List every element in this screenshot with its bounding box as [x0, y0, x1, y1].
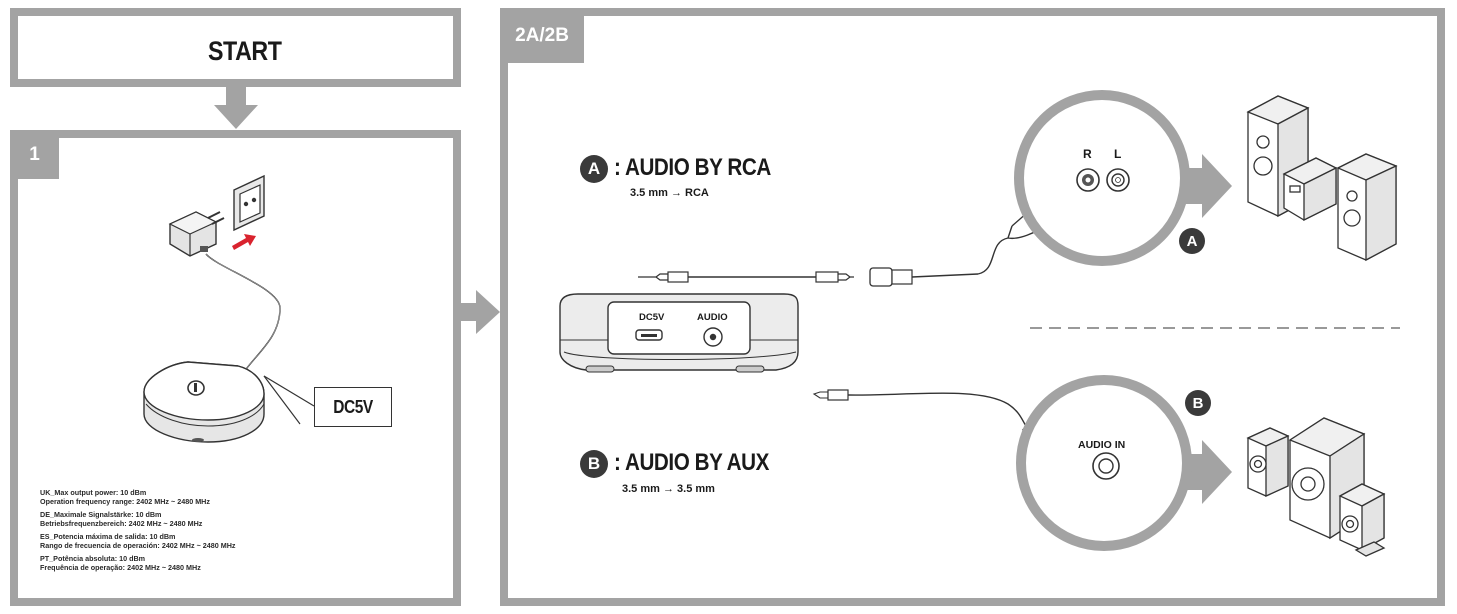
- spec-pt-2: Frequência de operação: 2402 MHz ~ 2480 …: [40, 563, 201, 572]
- step2-tag: 2A/2B: [500, 8, 584, 63]
- rca-left-label: L: [1114, 147, 1122, 161]
- charger-illustration: [143, 174, 315, 443]
- spec-es-1: ES_Potencia máxima de salida: 10 dBm: [40, 532, 176, 541]
- device-port-audio-label: AUDIO: [697, 312, 728, 323]
- spec-pt-1: PT_Potência absoluta: 10 dBm: [40, 554, 146, 563]
- option-a-subtitle: 3.5 mm → RCA: [630, 187, 709, 199]
- option-a-badge: A: [580, 155, 608, 183]
- rca-jack-r-icon: [1076, 168, 1100, 192]
- stereo-system-icon: [1246, 95, 1398, 262]
- receiver-back-icon: [559, 293, 799, 373]
- rca-right-label: R: [1083, 147, 1092, 161]
- spec-es-2: Rango de frecuencia de operación: 2402 M…: [40, 541, 236, 550]
- wall-socket-icon: [233, 174, 265, 232]
- device-port-dc-label: DC5V: [639, 312, 665, 323]
- receiver-device-icon: [143, 361, 265, 443]
- aux-cable-icon: [812, 389, 1052, 448]
- charger-icon: [168, 211, 225, 257]
- insert-arrow-icon: [232, 234, 256, 250]
- step1-panel: 1: [10, 130, 461, 606]
- aux-in-label: AUDIO IN: [1078, 439, 1126, 451]
- spec-de-2: Betriebsfrequenzbereich: 2402 MHz ~ 2480…: [40, 519, 203, 528]
- start-label: START: [208, 36, 282, 66]
- option-a-title: : AUDIO BY RCA: [614, 154, 771, 181]
- arrow-to-stereo-icon: [1182, 154, 1232, 218]
- connection-illustration: [559, 90, 1400, 557]
- spec-text: UK_Max output power: 10 dBm Operation fr…: [40, 488, 236, 576]
- start-box: START: [10, 8, 461, 87]
- option-b-subtitle: 3.5 mm → 3.5 mm: [622, 483, 715, 495]
- dc5v-label: DC5V: [333, 396, 373, 417]
- spec-uk-1: UK_Max output power: 10 dBm: [40, 488, 147, 497]
- option-b-title: : AUDIO BY AUX: [614, 449, 769, 476]
- step2-panel: 2A/2B A : AUDIO BY RCA 3.5 mm → RCA B : …: [500, 8, 1445, 606]
- pc-speakers-icon: [1246, 417, 1386, 557]
- dc5v-label-box: DC5V: [314, 387, 392, 427]
- option-b-badge: B: [580, 450, 608, 478]
- aux-circle-badge: B: [1185, 390, 1211, 416]
- step1-tag: 1: [10, 130, 59, 179]
- rca-jack-l-icon: [1106, 168, 1130, 192]
- rca-port-circle: [1014, 90, 1190, 266]
- right-arrow-icon: [458, 290, 500, 334]
- aux-jack-icon: [1092, 452, 1120, 480]
- spec-de-1: DE_Maximale Signalstärke: 10 dBm: [40, 510, 162, 519]
- arrow-to-pc-speakers-icon: [1182, 440, 1232, 504]
- spec-uk-2: Operation frequency range: 2402 MHz ~ 24…: [40, 497, 210, 506]
- down-arrow-icon: [214, 87, 258, 129]
- rca-circle-badge: A: [1179, 228, 1205, 254]
